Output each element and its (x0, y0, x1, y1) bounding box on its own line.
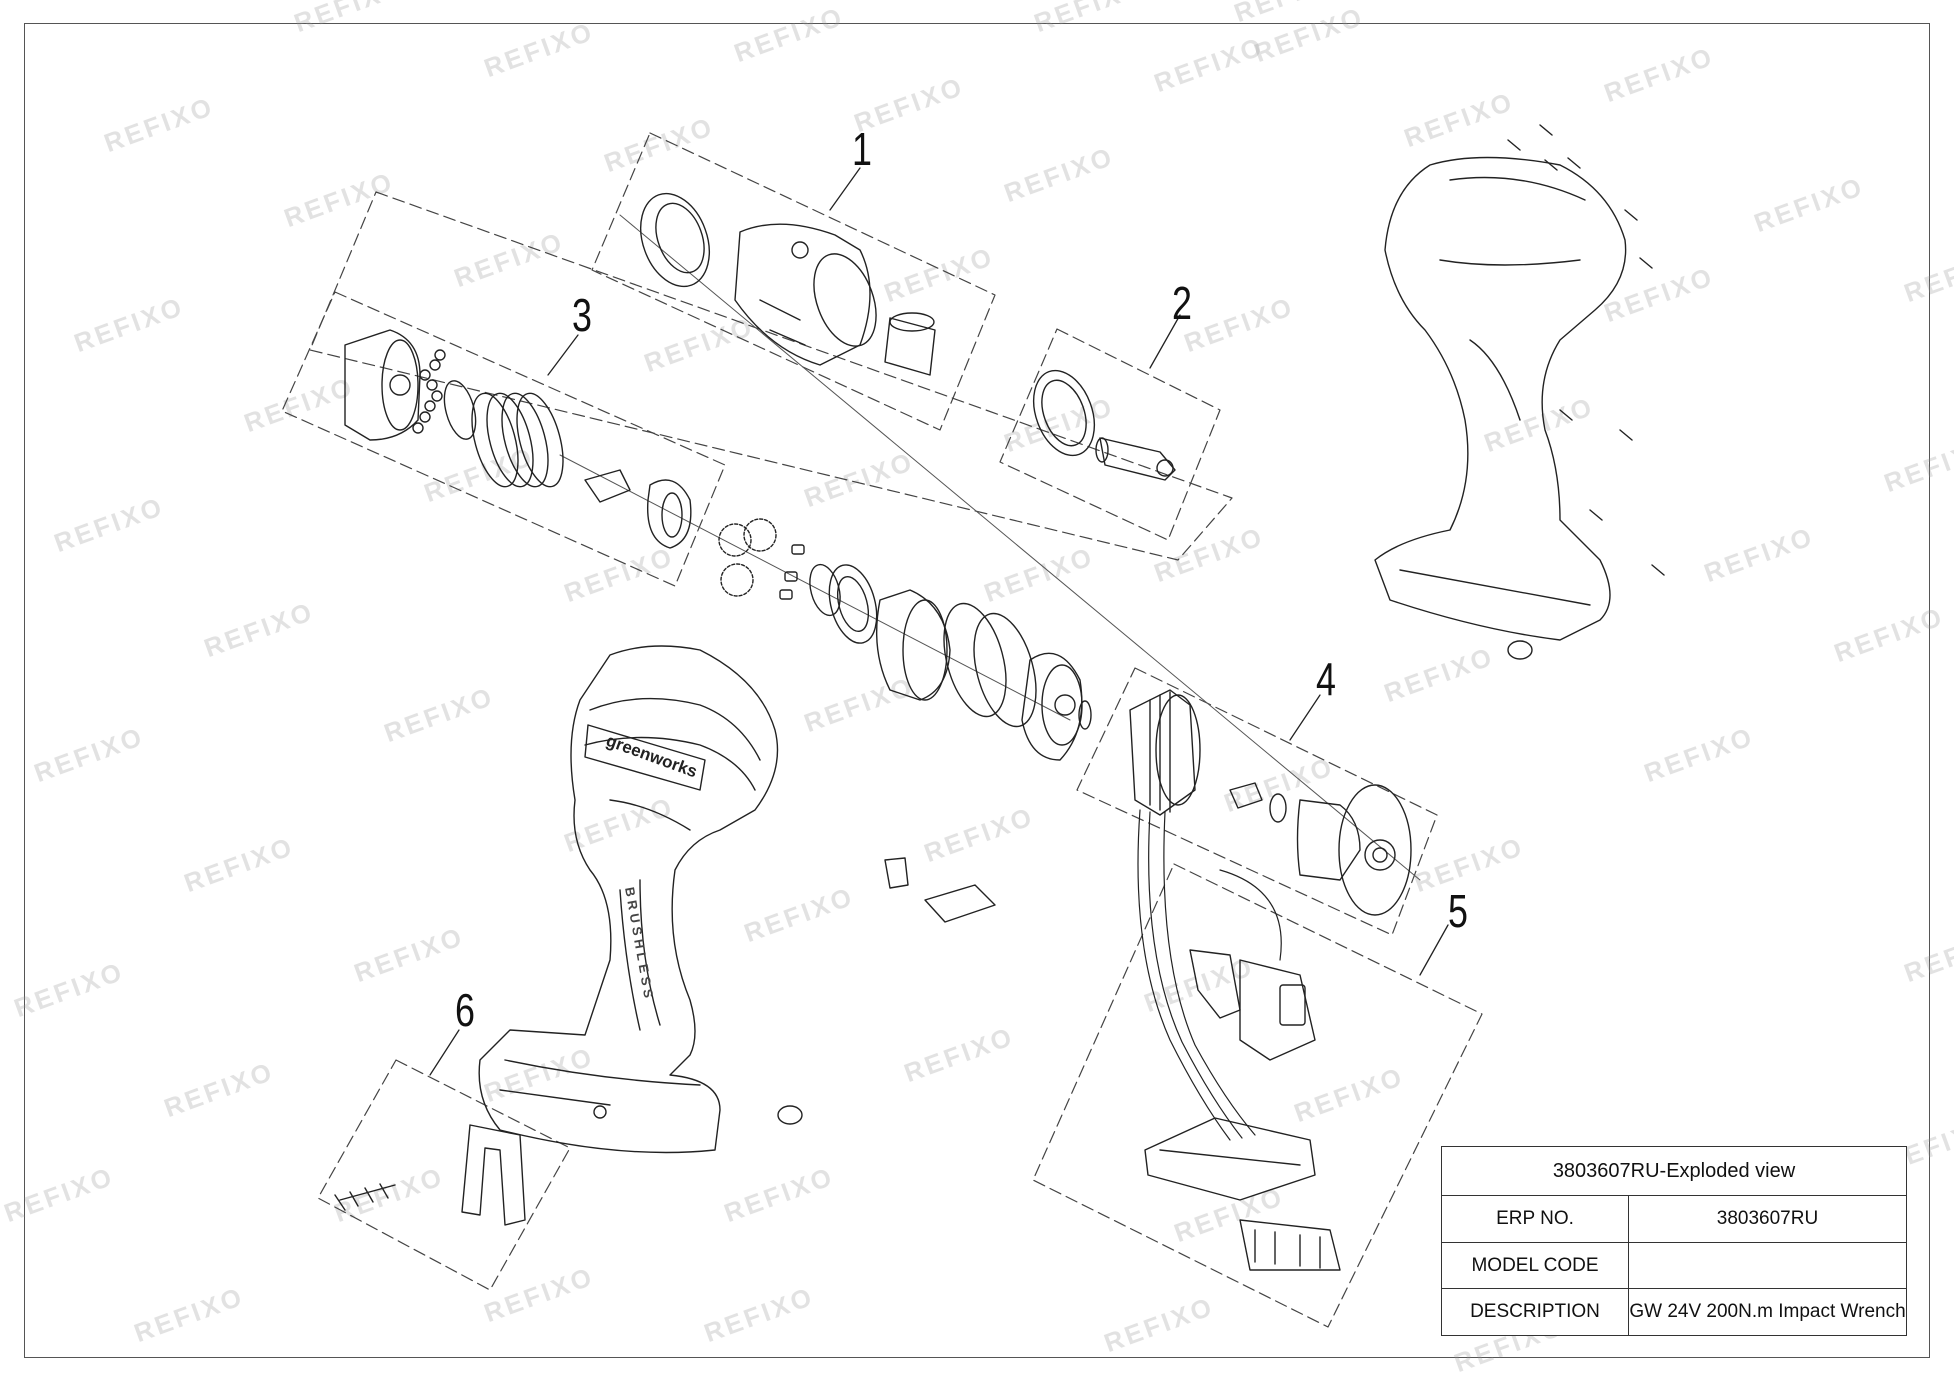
part-rotor (1296, 799, 1361, 881)
part-ring-gear (876, 589, 951, 701)
part-gear (743, 518, 777, 552)
brand-plate (584, 724, 706, 791)
title-block-row-description: DESCRIPTION GW 24V 200N.m Impact Wrench (1442, 1288, 1906, 1335)
part-label-plate (924, 884, 996, 923)
part-washer-large (1032, 369, 1096, 457)
anvil-housing-parts (640, 192, 936, 376)
part-o-ring (943, 602, 1007, 718)
housing-screws (1507, 124, 1665, 576)
tool-body (478, 645, 779, 1154)
part-screw-cap (777, 1105, 803, 1125)
part-hammer (344, 329, 421, 441)
housing-outline (478, 645, 779, 1154)
group-box-1 (591, 132, 996, 431)
part-washer (809, 563, 841, 617)
description-value: GW 24V 200N.m Impact Wrench (1629, 1301, 1906, 1322)
part-front-housing (734, 223, 871, 366)
part-bearing (828, 564, 878, 644)
erp-label: ERP NO. (1442, 1196, 1629, 1242)
callout-2: 2 (1172, 277, 1192, 329)
motor-assembly (1129, 689, 1412, 916)
callout-5: 5 (1448, 885, 1468, 937)
group-box-6 (317, 1059, 571, 1291)
group-boxes (281, 132, 1483, 1328)
leader-4 (1289, 694, 1321, 741)
erp-value: 3803607RU (1716, 1208, 1819, 1229)
grip-lettering: BRUSHLESS (622, 886, 657, 1003)
callout-3: 3 (572, 289, 592, 341)
part-motor-fan (1338, 784, 1412, 916)
group-box-5 (1032, 863, 1483, 1328)
title-block-title: 3803607RU-Exploded view (1552, 1159, 1796, 1182)
ring-gear-assembly (809, 563, 1092, 761)
hammer-parts (344, 329, 692, 549)
title-block-row-model: MODEL CODE (1442, 1242, 1906, 1288)
part-screw (334, 1183, 396, 1211)
rear-housing-half (1374, 124, 1665, 641)
leader-3 (547, 334, 579, 376)
drawing-border (24, 23, 1930, 1358)
leader-5 (1419, 924, 1449, 976)
assembly-axis (619, 214, 1421, 881)
part-sleeve (884, 317, 936, 376)
part-bumper-ring (640, 192, 710, 288)
group-box-4 (1076, 667, 1438, 936)
part-lamp (884, 857, 909, 889)
anvil-parts (1032, 369, 1176, 481)
callout-1: 1 (852, 123, 872, 175)
leader-lines (429, 167, 1449, 1076)
title-block: 3803607RU-Exploded view ERP NO. 3803607R… (1441, 1146, 1907, 1336)
part-switch (1239, 959, 1316, 1061)
part-spindle (584, 469, 631, 503)
part-gear (718, 523, 752, 557)
part-o-ring (973, 612, 1037, 728)
leader-6 (429, 1029, 460, 1076)
part-trigger (1189, 949, 1241, 1019)
brand-logo: greenworks (604, 731, 700, 781)
part-pcb (1144, 1117, 1316, 1201)
part-gear (720, 563, 754, 597)
part-stator (1129, 689, 1196, 816)
part-fan (1229, 782, 1263, 809)
callout-6: 6 (455, 984, 475, 1036)
wire-harness (1137, 809, 1282, 1141)
model-code-label: MODEL CODE (1442, 1243, 1629, 1288)
group-box-large (309, 191, 1233, 561)
group-box-2 (999, 328, 1221, 541)
assembly-axis-lower (559, 454, 1071, 721)
title-block-row-erp: ERP NO. 3803607RU (1442, 1195, 1906, 1242)
planetary-gears (718, 518, 805, 600)
loose-parts (334, 640, 1533, 1226)
part-cam-plate (646, 479, 692, 549)
switch-pcb-assembly (1144, 949, 1341, 1271)
part-belt-clip (461, 1124, 526, 1226)
leader-2 (1149, 314, 1181, 369)
group-box-3 (281, 291, 726, 587)
leader-1 (829, 167, 861, 211)
part-battery-terminal (1239, 1219, 1341, 1271)
part-steel-balls (412, 349, 446, 434)
part-spring (471, 392, 564, 488)
model-code-value (1629, 1243, 1906, 1288)
part-ring (443, 380, 477, 440)
callout-4: 4 (1316, 653, 1336, 705)
description-label: DESCRIPTION (1442, 1289, 1629, 1335)
part-screw-cap (1507, 640, 1533, 660)
